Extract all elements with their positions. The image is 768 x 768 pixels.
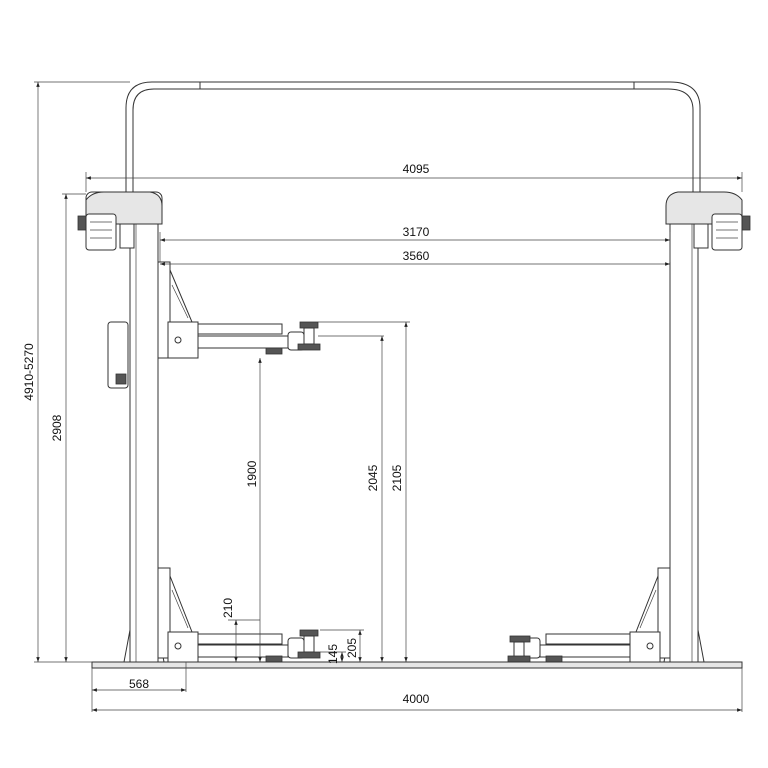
overhead-bar (199, 81, 635, 90)
base-plate (91, 661, 743, 669)
overhead-frame (125, 81, 701, 222)
upper-arm-pivot (167, 321, 199, 359)
dim-label-max-height-b: 2105 (390, 464, 404, 491)
lower-left-carriage (157, 567, 321, 663)
left-motor (85, 213, 117, 251)
dim-label-arm-span: 3560 (403, 249, 430, 263)
upper-arm-pad (299, 321, 319, 329)
dim-label-top-width: 4095 (403, 162, 430, 176)
lower-right-arm-pad (509, 635, 531, 643)
upper-arm (197, 323, 283, 335)
dim-label-min-arm-offset: 210 (221, 598, 235, 618)
dim-label-base-width: 4000 (403, 692, 430, 706)
right-pulley (693, 223, 709, 249)
dim-label-min-height-b: 205 (345, 638, 359, 658)
lower-left-arm-pad (299, 629, 319, 637)
lower-left-arm-pivot (167, 631, 199, 663)
dim-label-max-height-a: 2045 (366, 464, 380, 491)
dimension-lines (36, 82, 742, 712)
dim-label-column-height: 2908 (50, 414, 64, 441)
control-switch-icon (115, 373, 127, 385)
dim-label-total-height: 4910-5270 (22, 343, 36, 401)
dim-label-inner-width: 3170 (403, 225, 430, 239)
dimension-labels: 4095 3170 3560 4000 568 4910-5270 2908 1… (22, 162, 430, 706)
left-column (77, 191, 165, 663)
lower-right-carriage (507, 567, 671, 663)
control-box (107, 321, 129, 389)
right-column (663, 191, 751, 663)
lower-right-arm (545, 633, 631, 645)
lower-right-arm-pivot (629, 631, 661, 663)
left-motor-cap (77, 215, 87, 231)
lower-left-arm (197, 633, 283, 645)
dim-label-lift-travel: 1900 (245, 460, 259, 487)
left-pulley (119, 223, 135, 249)
upper-carriage (157, 261, 321, 359)
right-motor (711, 213, 743, 251)
dim-label-base-offset: 568 (129, 677, 149, 691)
right-motor-cap (741, 215, 751, 231)
dim-label-min-height-a: 145 (326, 644, 340, 664)
